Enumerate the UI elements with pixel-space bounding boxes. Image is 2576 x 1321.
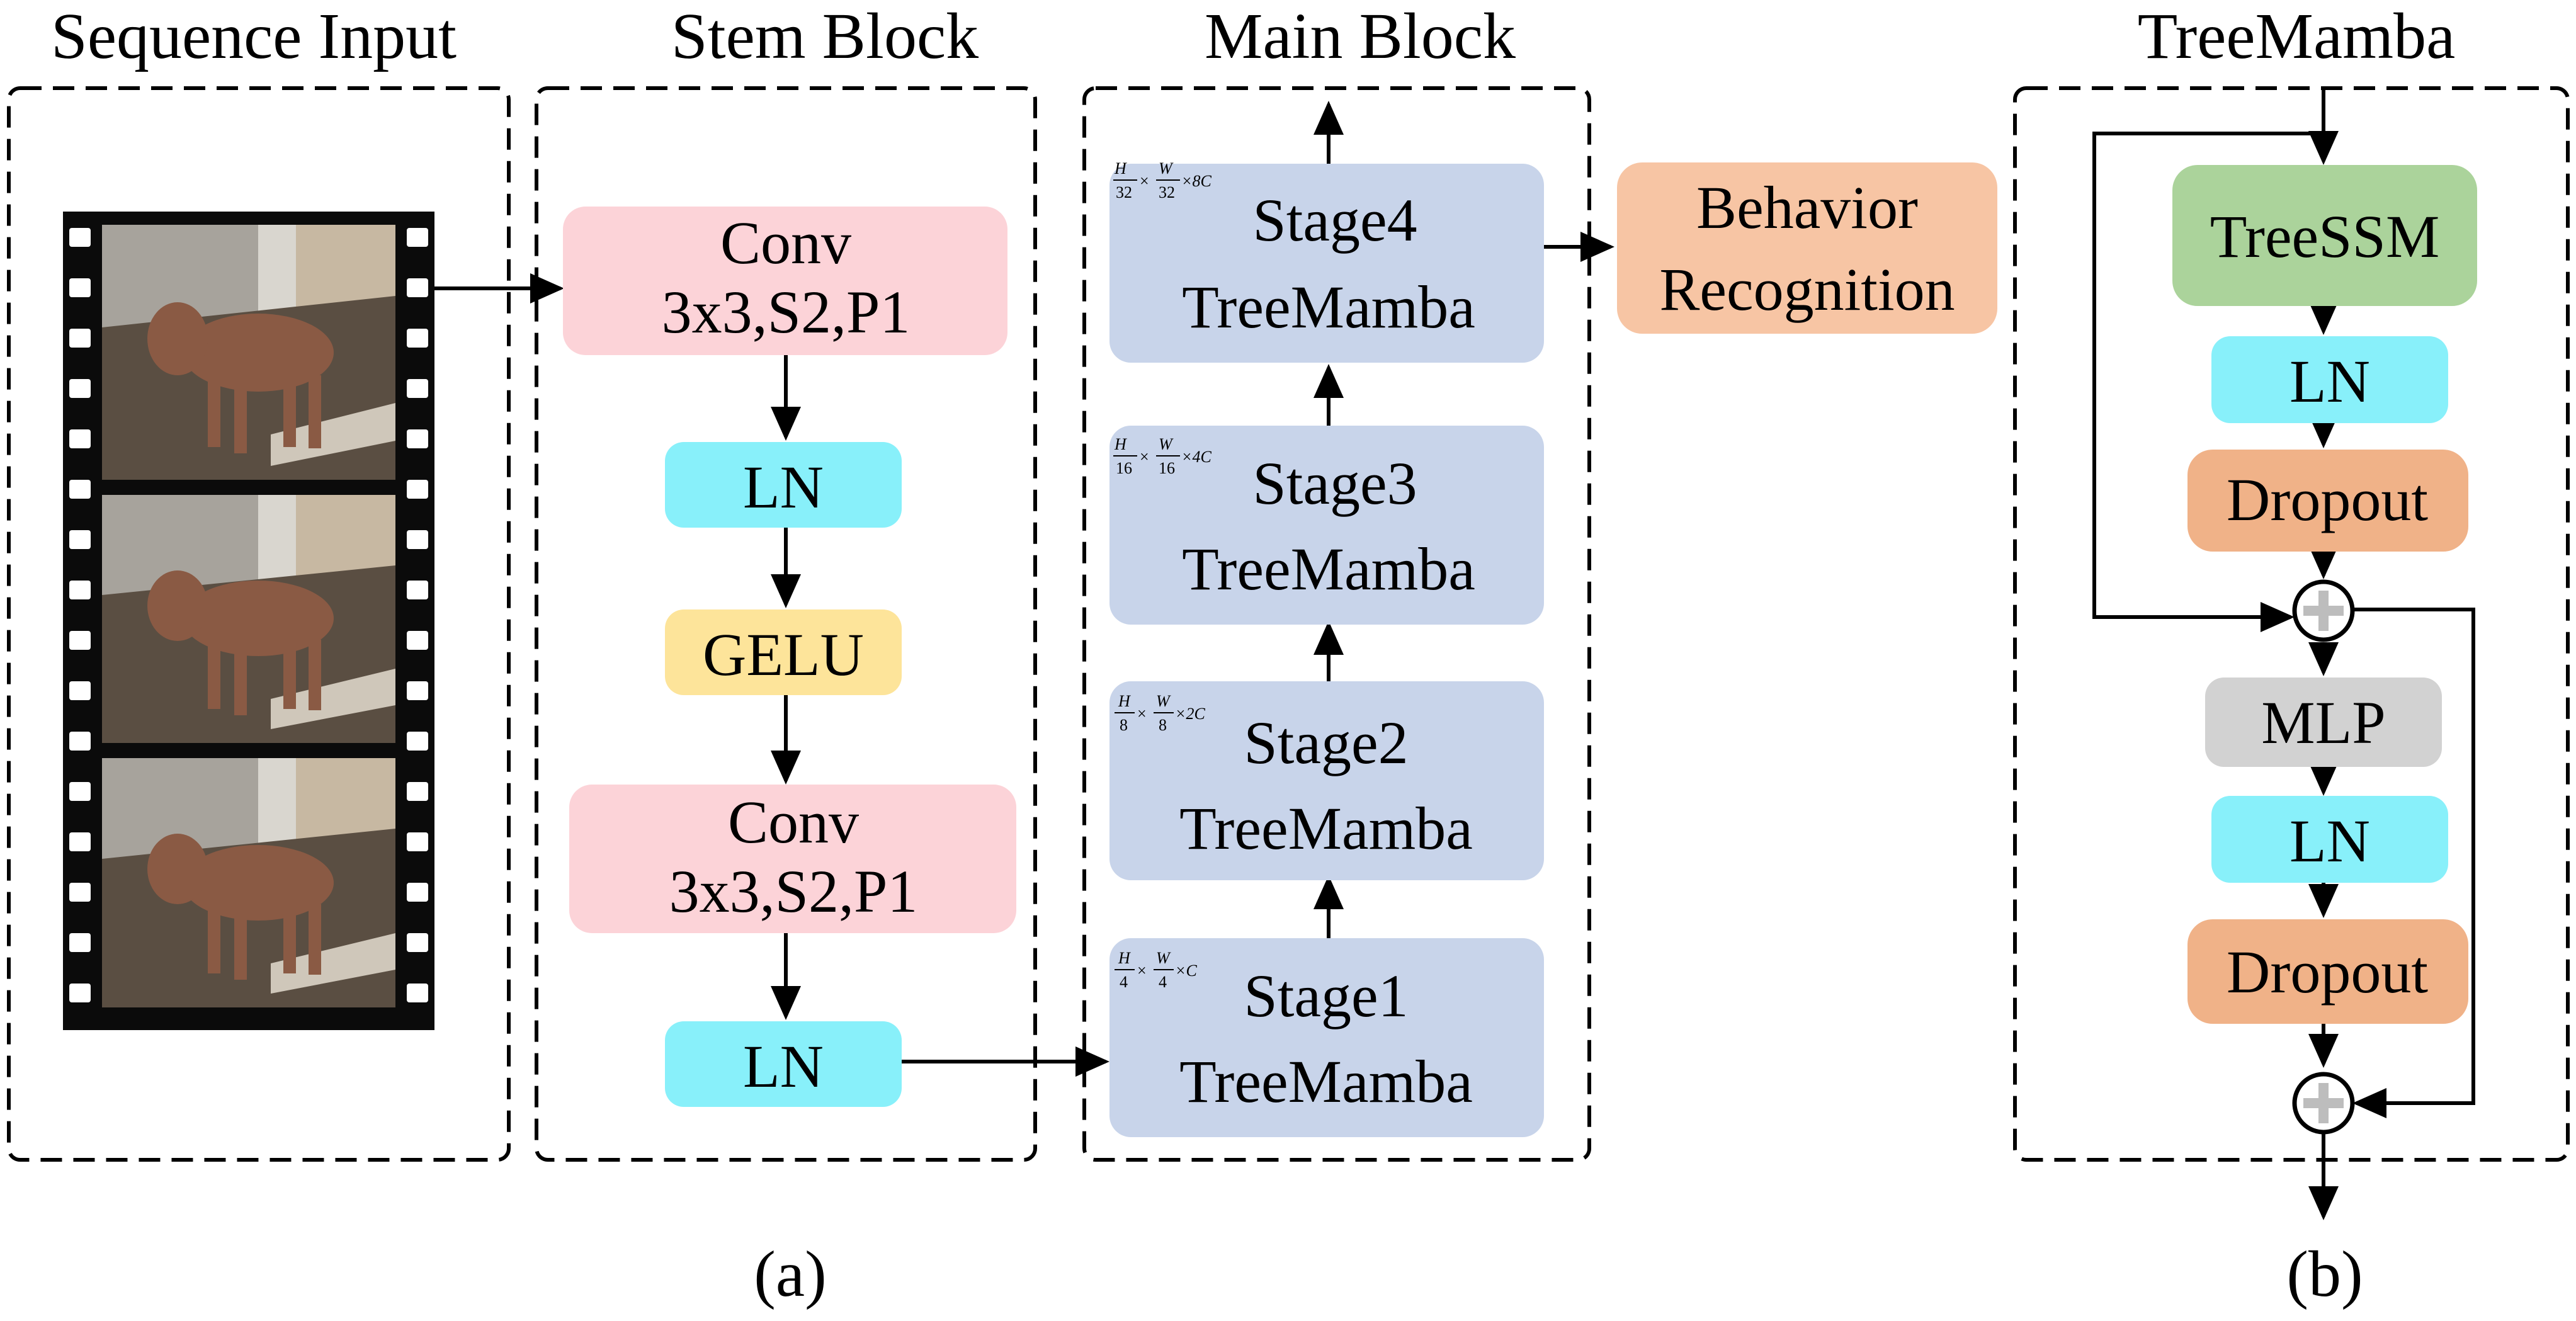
- main-block-frame: [1082, 86, 1591, 1162]
- tm-dropout1-label: Dropout: [2227, 466, 2428, 533]
- film-strip: [63, 212, 434, 1030]
- conv1-label-line1: Conv: [720, 209, 851, 276]
- stage1-dim-h: H: [1118, 949, 1131, 967]
- treessm-box: TreeSSM: [2172, 165, 2477, 306]
- stage4-dim-h: H: [1114, 159, 1127, 178]
- sequence-input-frame: [7, 86, 511, 1162]
- title-sequence-input: Sequence Input: [51, 0, 457, 72]
- stage3-dim-w: W: [1159, 435, 1174, 453]
- stage3-dim-wd: 16: [1159, 459, 1175, 477]
- stage4-dim-c: ×8C: [1181, 172, 1212, 190]
- video-frame-1: [102, 225, 395, 480]
- stage3-dim-h: H: [1114, 435, 1127, 453]
- stage1-dim-w: W: [1156, 949, 1171, 967]
- stage2-times: ×: [1137, 705, 1147, 723]
- stage1-dim-wd: 4: [1159, 973, 1167, 991]
- stage4-dim-w: W: [1159, 159, 1174, 178]
- stage2-dim-h: H: [1118, 692, 1131, 710]
- residual-connection-2: [2351, 608, 2475, 1118]
- treessm-label: TreeSSM: [2210, 203, 2440, 270]
- ln2-label: LN: [743, 1033, 824, 1100]
- stage3-name: Stage3: [1252, 450, 1417, 517]
- tm-dropout1-box: Dropout: [2187, 450, 2468, 552]
- stage3-dim-c: ×4C: [1181, 448, 1212, 466]
- stem-ln2-box: LN: [665, 1021, 902, 1107]
- video-frame-3: [102, 758, 395, 1007]
- stage1-name: Stage1: [1244, 962, 1408, 1029]
- add-node-1: [2292, 579, 2355, 642]
- stem-conv2-box: Conv 3x3,S2,P1: [569, 785, 1016, 933]
- tm-ln1-box: LN: [2211, 336, 2448, 423]
- stage4-box: H 32 × W 32 ×8C Stage4 TreeMamba: [1109, 159, 1544, 363]
- ln1-label: LN: [743, 453, 824, 521]
- stage4-name: Stage4: [1252, 186, 1417, 254]
- stage1-times: ×: [1137, 961, 1147, 980]
- residual-connection-1: [2092, 132, 2324, 632]
- conv2-label-line2: 3x3,S2,P1: [669, 858, 918, 925]
- stem-ln1-box: LN: [665, 442, 902, 528]
- tm-mlp-box: MLP: [2205, 678, 2442, 767]
- add-node-2: [2292, 1072, 2355, 1135]
- title-stem-block: Stem Block: [671, 0, 979, 72]
- stage3-times: ×: [1140, 448, 1149, 466]
- stage3-block: TreeMamba: [1182, 535, 1475, 603]
- stem-block-frame: [535, 86, 1037, 1162]
- stem-gelu-box: GELU: [665, 609, 902, 695]
- tm-mlp-label: MLP: [2261, 689, 2385, 756]
- title-main-block: Main Block: [1205, 0, 1516, 72]
- stage4-block: TreeMamba: [1182, 273, 1475, 341]
- tm-ln2-box: LN: [2211, 796, 2448, 883]
- stage2-name: Stage2: [1244, 709, 1408, 776]
- stage1-box: H 4 × W 4 ×C Stage1 TreeMamba: [1109, 938, 1544, 1137]
- stage2-block: TreeMamba: [1179, 795, 1473, 862]
- stage3-box: H 16 × W 16 ×4C Stage3 TreeMamba: [1109, 426, 1544, 625]
- behavior-label-line1: Behavior: [1696, 174, 1918, 241]
- stage1-dim-hd: 4: [1120, 973, 1128, 991]
- caption-b: (b): [2286, 1238, 2363, 1310]
- stage3-dim-hd: 16: [1116, 459, 1132, 477]
- stage2-dim-c: ×2C: [1175, 705, 1206, 723]
- title-treemamba: TreeMamba: [2138, 0, 2456, 72]
- stage4-times: ×: [1140, 172, 1149, 190]
- behavior-label-line2: Recognition: [1659, 256, 1955, 323]
- stage4-dim-hd: 32: [1116, 183, 1132, 201]
- gelu-label: GELU: [703, 621, 864, 688]
- stage2-dim-w: W: [1156, 692, 1171, 710]
- tm-ln2-label: LN: [2289, 807, 2370, 875]
- video-frame-2: [102, 495, 395, 743]
- treemamba-frame: [2013, 86, 2570, 1162]
- stage1-block: TreeMamba: [1179, 1048, 1473, 1115]
- stage1-dim-c: ×C: [1175, 961, 1198, 980]
- behavior-recognition-box: Behavior Recognition: [1617, 162, 1997, 334]
- tm-ln1-label: LN: [2289, 348, 2370, 415]
- conv1-label-line2: 3x3,S2,P1: [662, 278, 911, 346]
- stem-conv1-box: Conv 3x3,S2,P1: [563, 207, 1007, 355]
- caption-a: (a): [754, 1238, 826, 1310]
- stage2-box: H 8 × W 8 ×2C Stage2 TreeMamba: [1109, 681, 1544, 880]
- stage4-dim-wd: 32: [1159, 183, 1175, 201]
- tm-dropout2-label: Dropout: [2227, 938, 2428, 1006]
- stage2-dim-wd: 8: [1159, 716, 1167, 734]
- stage2-dim-hd: 8: [1120, 716, 1128, 734]
- conv2-label-line1: Conv: [728, 788, 859, 856]
- tm-dropout2-box: Dropout: [2187, 919, 2468, 1024]
